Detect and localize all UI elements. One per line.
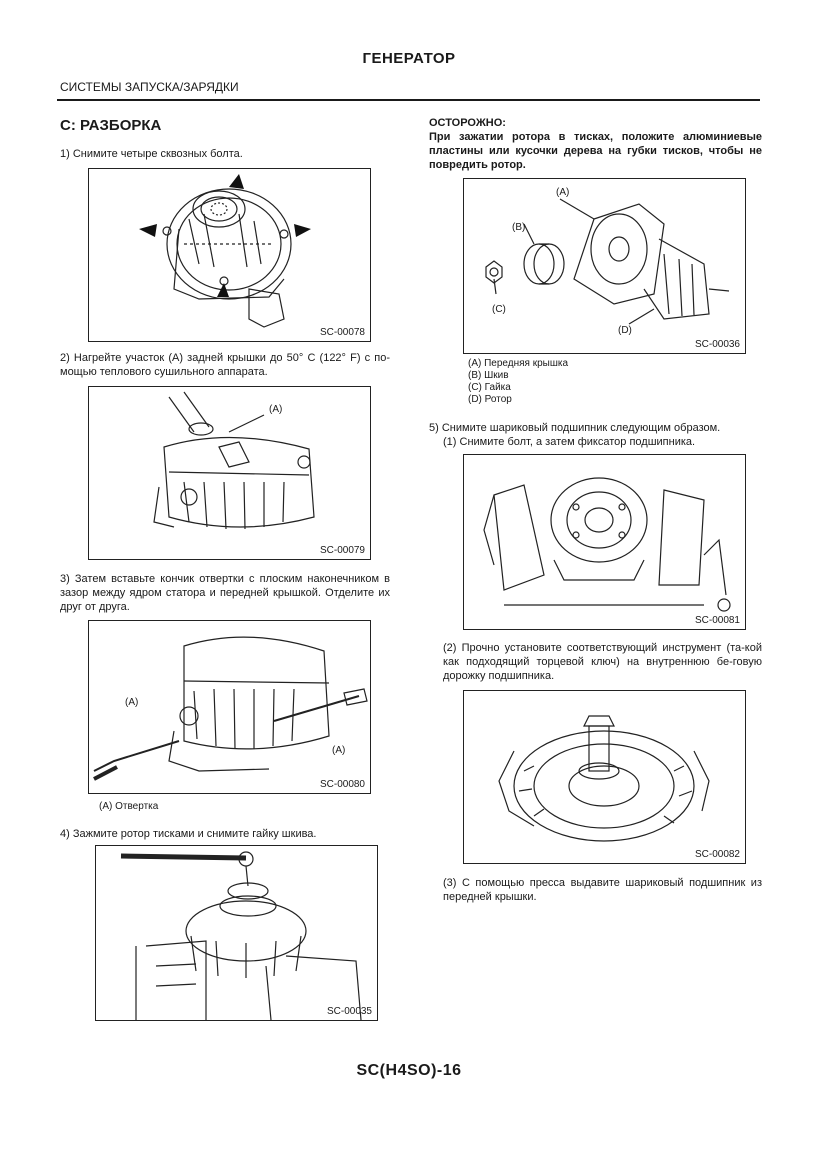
figure-heat-cover: (A) SC-00079 [88,386,371,560]
figure-bearing-retainer: SC-00081 [463,454,746,630]
alternator-heating-illustration [153,391,315,530]
step-5-1: (1) Снимите болт, а затем фиксатор подши… [443,436,696,448]
legend-item: (B) Шкив [468,370,509,381]
legend-item: (A) Передняя крышка [468,358,569,369]
figure-bearing-tool: SC-00082 [463,690,746,864]
figure-screwdriver: (A) (A) SC-00080 [88,620,371,794]
figure-code: SC-00079 [319,545,365,556]
exploded-rotor-illustration [485,198,730,325]
page-title: ГЕНЕРАТОР [362,50,456,67]
page-number: SC(H4SO)-16 [356,1062,462,1079]
figure-exploded-rotor: (A) (B) (C) (D) SC-00036 [463,178,746,354]
step-5: 5) Снимите шариковый подшипник следующим… [429,422,721,434]
figure-code: SC-00035 [326,1006,372,1017]
bearing-retainer-illustration [483,477,731,612]
step-2: 2) Нагрейте участок (A) задней крышки до… [60,352,390,378]
caution-body: При зажатии ротора в тисках, положите ал… [429,131,762,171]
bearing-tool-illustration [498,715,710,842]
caution-title: ОСТОРОЖНО: [429,117,506,129]
legend-item: (D) Ротор [468,394,512,405]
step-5-2: (2) Прочно установите соответствующий ин… [443,642,762,682]
label-a-right: (A) [332,745,346,756]
step-4: 4) Зажмите ротор тисками и снимите гайку… [60,828,317,840]
figure-code: SC-00078 [319,327,365,338]
alternator-screwdriver-illustration [93,636,368,781]
figure-code: SC-00081 [694,615,740,626]
figure-code: SC-00082 [694,849,740,860]
legend-item: (C) Гайка [468,382,511,393]
rotor-vise-illustration [120,851,362,1020]
figure-code: SC-00036 [694,339,740,350]
alternator-bolts-illustration [139,174,311,328]
figure-vise-nut: SC-00035 [95,845,378,1021]
section-heading: C: РАЗБОРКА [60,117,162,134]
label-a: (A) [269,404,283,415]
label-d: (D) [618,325,632,336]
step-1: 1) Снимите четыре сквозных болта. [60,148,243,160]
label-a: (A) [556,187,570,198]
label-a-left: (A) [125,697,139,708]
header-rule [57,99,760,101]
figure-code: SC-00080 [319,779,365,790]
parts-legend: (A) Передняя крышка (B) Шкив (C) Гайка (… [468,358,568,406]
figure-legend: (A) Отвертка [99,801,159,812]
step-3: 3) Затем вставьте кончик отвертки с плос… [60,573,390,613]
section-header: СИСТЕМЫ ЗАПУСКА/ЗАРЯДКИ [60,80,239,94]
step-5-3: (3) С помощью пресса выдавите шариковый … [443,877,762,903]
label-c: (C) [492,304,506,315]
figure-remove-bolts: SC-00078 [88,168,371,342]
label-b: (B) [512,222,526,233]
